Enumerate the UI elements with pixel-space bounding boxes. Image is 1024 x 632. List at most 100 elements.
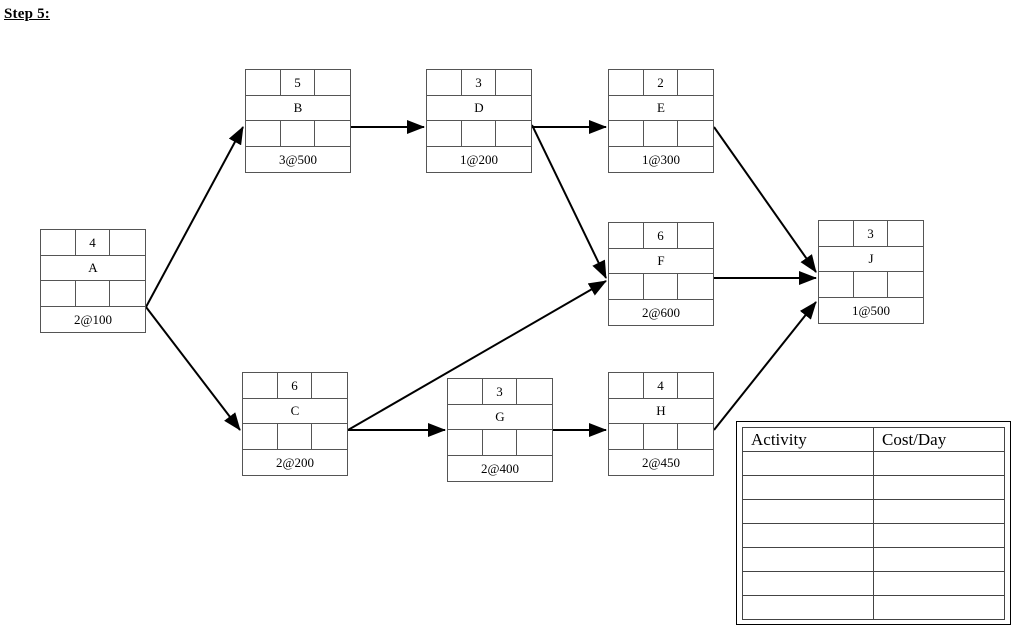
cell-cost-per-day[interactable] — [873, 451, 1005, 476]
node-d-row-label: D — [427, 96, 531, 121]
node-h-top-cell-3 — [678, 373, 713, 398]
node-j-crash-cost: 1@500 — [852, 302, 890, 318]
node-e-bottom-cell-2 — [644, 121, 679, 146]
node-b-row-bottom — [246, 121, 350, 147]
node-a-row-label: A — [41, 256, 145, 281]
node-f-row-bottom — [609, 274, 713, 300]
node-d-row-top: 3 — [427, 70, 531, 96]
node-c-top-cell-1 — [243, 373, 278, 398]
node-g-label: G — [495, 409, 505, 425]
cost-table-body — [742, 451, 1005, 620]
node-j-top-cell-1 — [819, 221, 854, 246]
cell-cost-per-day[interactable] — [873, 475, 1005, 500]
column-header-activity: Activity — [742, 427, 874, 452]
node-a-row-bottom — [41, 281, 145, 307]
node-c-row-top: 6 — [243, 373, 347, 399]
node-d-duration: 3 — [462, 70, 497, 95]
node-g-crash-cost: 2@400 — [481, 460, 519, 476]
node-d-top-cell-1 — [427, 70, 462, 95]
cell-activity[interactable] — [742, 523, 874, 548]
cell-cost-per-day[interactable] — [873, 571, 1005, 596]
node-f-top-cell-3 — [678, 223, 713, 248]
table-row[interactable] — [742, 475, 1005, 500]
edge-a-to-b — [145, 126, 244, 308]
node-g-top-cell-1 — [448, 379, 483, 404]
node-e-duration: 2 — [644, 70, 679, 95]
node-e-row-bottom — [609, 121, 713, 147]
node-h-duration: 4 — [644, 373, 679, 398]
node-c-label: C — [290, 403, 300, 419]
table-row[interactable] — [742, 499, 1005, 524]
node-b-duration: 5 — [281, 70, 316, 95]
node-d-label: D — [474, 100, 484, 116]
node-c-bottom-cell-2 — [278, 424, 313, 449]
node-f-duration: 6 — [644, 223, 679, 248]
node-b-bottom-cell-1 — [246, 121, 281, 146]
edge-a-to-c — [145, 306, 241, 431]
node-c-bottom-cell-3 — [312, 424, 347, 449]
cell-activity[interactable] — [742, 571, 874, 596]
node-g-bottom-cell-3 — [517, 430, 552, 455]
node-f-bottom-cell-2 — [644, 274, 679, 299]
node-j-row-crash: 1@500 — [819, 298, 923, 323]
node-d-bottom-cell-1 — [427, 121, 462, 146]
node-h-bottom-cell-2 — [644, 424, 679, 449]
cell-activity[interactable] — [742, 499, 874, 524]
cost-table-frame: Activity Cost/Day — [736, 421, 1011, 625]
cell-cost-per-day[interactable] — [873, 523, 1005, 548]
node-d-crash-cost: 1@200 — [460, 151, 498, 167]
node-c-crash-cost: 2@200 — [276, 454, 314, 470]
node-h-top-cell-1 — [609, 373, 644, 398]
node-e-bottom-cell-3 — [678, 121, 713, 146]
node-h-row-crash: 2@450 — [609, 450, 713, 475]
table-row[interactable] — [742, 523, 1005, 548]
node-a-bottom-cell-2 — [76, 281, 111, 306]
node-b-bottom-cell-3 — [315, 121, 350, 146]
cell-cost-per-day[interactable] — [873, 595, 1005, 620]
node-a-row-top: 4 — [41, 230, 145, 256]
cell-activity[interactable] — [742, 451, 874, 476]
table-row[interactable] — [742, 571, 1005, 596]
node-b-row-top: 5 — [246, 70, 350, 96]
node-a-bottom-cell-1 — [41, 281, 76, 306]
node-e-row-crash: 1@300 — [609, 147, 713, 172]
node-j-bottom-cell-3 — [888, 272, 923, 297]
node-f-row-top: 6 — [609, 223, 713, 249]
cell-cost-per-day[interactable] — [873, 499, 1005, 524]
table-row[interactable] — [742, 595, 1005, 620]
cell-activity[interactable] — [742, 475, 874, 500]
node-j-duration: 3 — [854, 221, 889, 246]
node-g-row-label: G — [448, 405, 552, 430]
node-j-top-cell-3 — [888, 221, 923, 246]
cost-table-head: Activity Cost/Day — [742, 427, 1005, 452]
cell-activity[interactable] — [742, 595, 874, 620]
cell-cost-per-day[interactable] — [873, 547, 1005, 572]
node-h-row-top: 4 — [609, 373, 713, 399]
node-g-bottom-cell-1 — [448, 430, 483, 455]
node-a-bottom-cell-3 — [110, 281, 145, 306]
node-d-row-bottom — [427, 121, 531, 147]
table-row[interactable] — [742, 451, 1005, 476]
cell-activity[interactable] — [742, 547, 874, 572]
edge-h-to-j — [713, 301, 817, 431]
node-d-bottom-cell-3 — [496, 121, 531, 146]
table-row[interactable] — [742, 547, 1005, 572]
node-h-row-bottom — [609, 424, 713, 450]
node-g-row-top: 3 — [448, 379, 552, 405]
node-c-row-bottom — [243, 424, 347, 450]
page-title: Step 5: — [4, 6, 50, 22]
node-h-bottom-cell-3 — [678, 424, 713, 449]
cost-table: Activity Cost/Day — [742, 427, 1005, 620]
node-f-bottom-cell-1 — [609, 274, 644, 299]
node-a-label: A — [88, 260, 98, 276]
